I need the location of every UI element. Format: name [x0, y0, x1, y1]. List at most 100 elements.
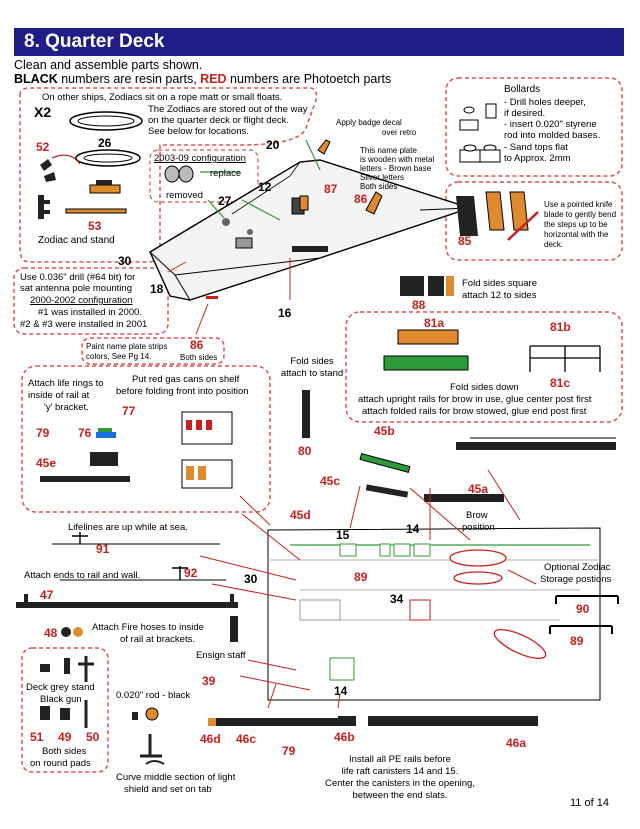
fold-stand-note-1: Fold sides — [290, 356, 334, 367]
red-explanation: numbers are Photoetch parts — [226, 72, 392, 86]
part-81c: 81c — [550, 376, 571, 390]
bollards-title: Bollards — [504, 84, 541, 95]
page-number: 11 of 14 — [570, 797, 609, 809]
fire-hoses-note-1: Attach Fire hoses to inside — [92, 622, 204, 633]
gas-cans-note-2: before folding front into position — [116, 386, 249, 397]
zodiac-side-view — [75, 149, 141, 167]
install-note-4: between the end slats. — [352, 790, 448, 801]
bollard-base — [459, 149, 481, 163]
life-rings-note-2: inside of rail at — [28, 390, 90, 401]
part-81b: 81b — [550, 320, 571, 334]
both-sides-label: Both sides — [180, 353, 218, 362]
part-86-ladder — [365, 191, 383, 215]
part-80-stand — [302, 390, 310, 438]
page-title: 8. Quarter Deck — [14, 28, 624, 56]
blade-note-5: deck. — [544, 240, 564, 249]
nameplate-note-4: Silver letters — [360, 173, 405, 182]
part-45b-rail — [456, 442, 616, 450]
part-81a — [397, 329, 459, 345]
part-89-center: 89 — [354, 570, 368, 584]
part-46a-rail — [368, 716, 538, 726]
black-keyword: BLACK — [14, 72, 58, 86]
zodiac-stand-label: Zodiac and stand — [38, 235, 115, 246]
raft-canister-14 — [393, 543, 411, 557]
nameplate-note-2: is wooden with metal — [360, 155, 435, 164]
gun-stand-callout-box — [21, 647, 109, 773]
attach-ends-note: Attach ends to rail and wall. — [24, 570, 141, 581]
zodiac-note-2: The Zodiacs are stored out of the way — [148, 104, 308, 115]
optional-zodiac-note-1: Optional Zodiac — [544, 562, 611, 573]
bollards-step-6: to Approx. 2mm — [504, 153, 571, 164]
part-91: 91 — [96, 542, 110, 556]
brow-note-1: Brow — [466, 510, 488, 521]
lower-deck-plan — [267, 527, 601, 701]
fold-square-note-2: attach 12 to sides — [462, 290, 537, 301]
brow-rails-callout-box — [345, 311, 623, 423]
part-46d: 46d — [200, 732, 221, 746]
part-45d: 45d — [290, 508, 311, 522]
rails-note-1: attach upright rails for brow in use, gl… — [358, 394, 592, 405]
nameplate-note-5: Both sides — [360, 182, 398, 191]
part-45e: 45e — [36, 456, 57, 470]
blade-note-1: Use a pointed knife — [544, 200, 613, 209]
part-30-lower: 30 — [244, 572, 258, 586]
part-53-strip — [65, 208, 127, 214]
zodiac-note-3: on the quarter deck or flight deck. — [148, 115, 289, 126]
part-27: 27 — [218, 194, 232, 208]
rails-note-2: attach folded rails for brow stowed, glu… — [362, 406, 587, 417]
install-note-1: Install all PE rails before — [349, 754, 451, 765]
zodiac-storage-2 — [493, 628, 547, 660]
bollards-step-4: rod into molded bases. — [504, 130, 601, 141]
part-46c: 46c — [236, 732, 257, 746]
part-52: 52 — [36, 140, 50, 154]
part-92: 92 — [184, 566, 198, 580]
part-47-rail — [16, 602, 238, 608]
drill-note-2: sat antenna pole mounting — [20, 283, 132, 294]
part-81b-rail — [529, 345, 601, 372]
part-86-lower: 86 — [190, 338, 204, 352]
part-49: 49 — [58, 730, 72, 744]
deck-rail-part — [292, 246, 328, 252]
bollards-step-5: - Sand tops flat — [504, 142, 568, 153]
part-50: 50 — [86, 730, 100, 744]
part-30-upper: 30 — [118, 254, 132, 268]
part-18: 18 — [150, 282, 164, 296]
part-20-ladder — [317, 139, 331, 155]
part-53: 53 — [88, 219, 102, 233]
bollards-step-1: - Drill holes deeper, — [504, 97, 586, 108]
drill-note-5: #2 & #3 were installed in 2001 — [20, 319, 148, 330]
part-79-lower: 79 — [282, 744, 296, 758]
part-16: 16 — [278, 306, 292, 320]
fire-hoses-note-2: of rail at brackets. — [120, 634, 195, 645]
part-81a: 81a — [424, 316, 445, 330]
zodiac-stand-orange — [89, 184, 121, 194]
part-48: 48 — [44, 626, 58, 640]
part-76: 76 — [78, 426, 92, 440]
zodiac-top-view — [69, 111, 143, 131]
part-46c-rail — [214, 718, 346, 726]
both-sides-round-2: on round pads — [30, 758, 91, 769]
part-80: 80 — [298, 444, 312, 458]
life-rings-note-1: Attach life rings to — [28, 378, 104, 389]
black-explanation: numbers are resin parts, — [57, 72, 201, 86]
part-85: 85 — [458, 234, 472, 248]
part-89-right: 89 — [570, 634, 584, 648]
nameplate-note-1: This name plate — [360, 146, 417, 155]
part-20: 20 — [266, 138, 280, 152]
steps-callout-box — [445, 181, 623, 261]
drill-callout-box — [13, 267, 169, 335]
part-45b: 45b — [374, 424, 395, 438]
bollards-step-3: - insert 0.020" styrene — [504, 119, 597, 130]
replace-label: replace — [210, 168, 242, 179]
drill-note-4: #1 was installed in 2000. — [38, 307, 143, 318]
paint-note-1: Paint name plate strips — [86, 342, 168, 351]
life-rings-callout-box — [21, 365, 271, 513]
bollards-step-2: if desired. — [504, 108, 546, 119]
intro-line-2: BLACK numbers are resin parts, RED numbe… — [14, 72, 391, 86]
gas-cans-note-1: Put red gas cans on shelf — [132, 374, 240, 385]
part-52-drawing — [40, 159, 56, 182]
curve-note-2: shield and set on tab — [124, 784, 212, 795]
brow-note-2: position — [462, 522, 495, 533]
install-note-3: Center the canisters in the opening, — [325, 778, 475, 789]
